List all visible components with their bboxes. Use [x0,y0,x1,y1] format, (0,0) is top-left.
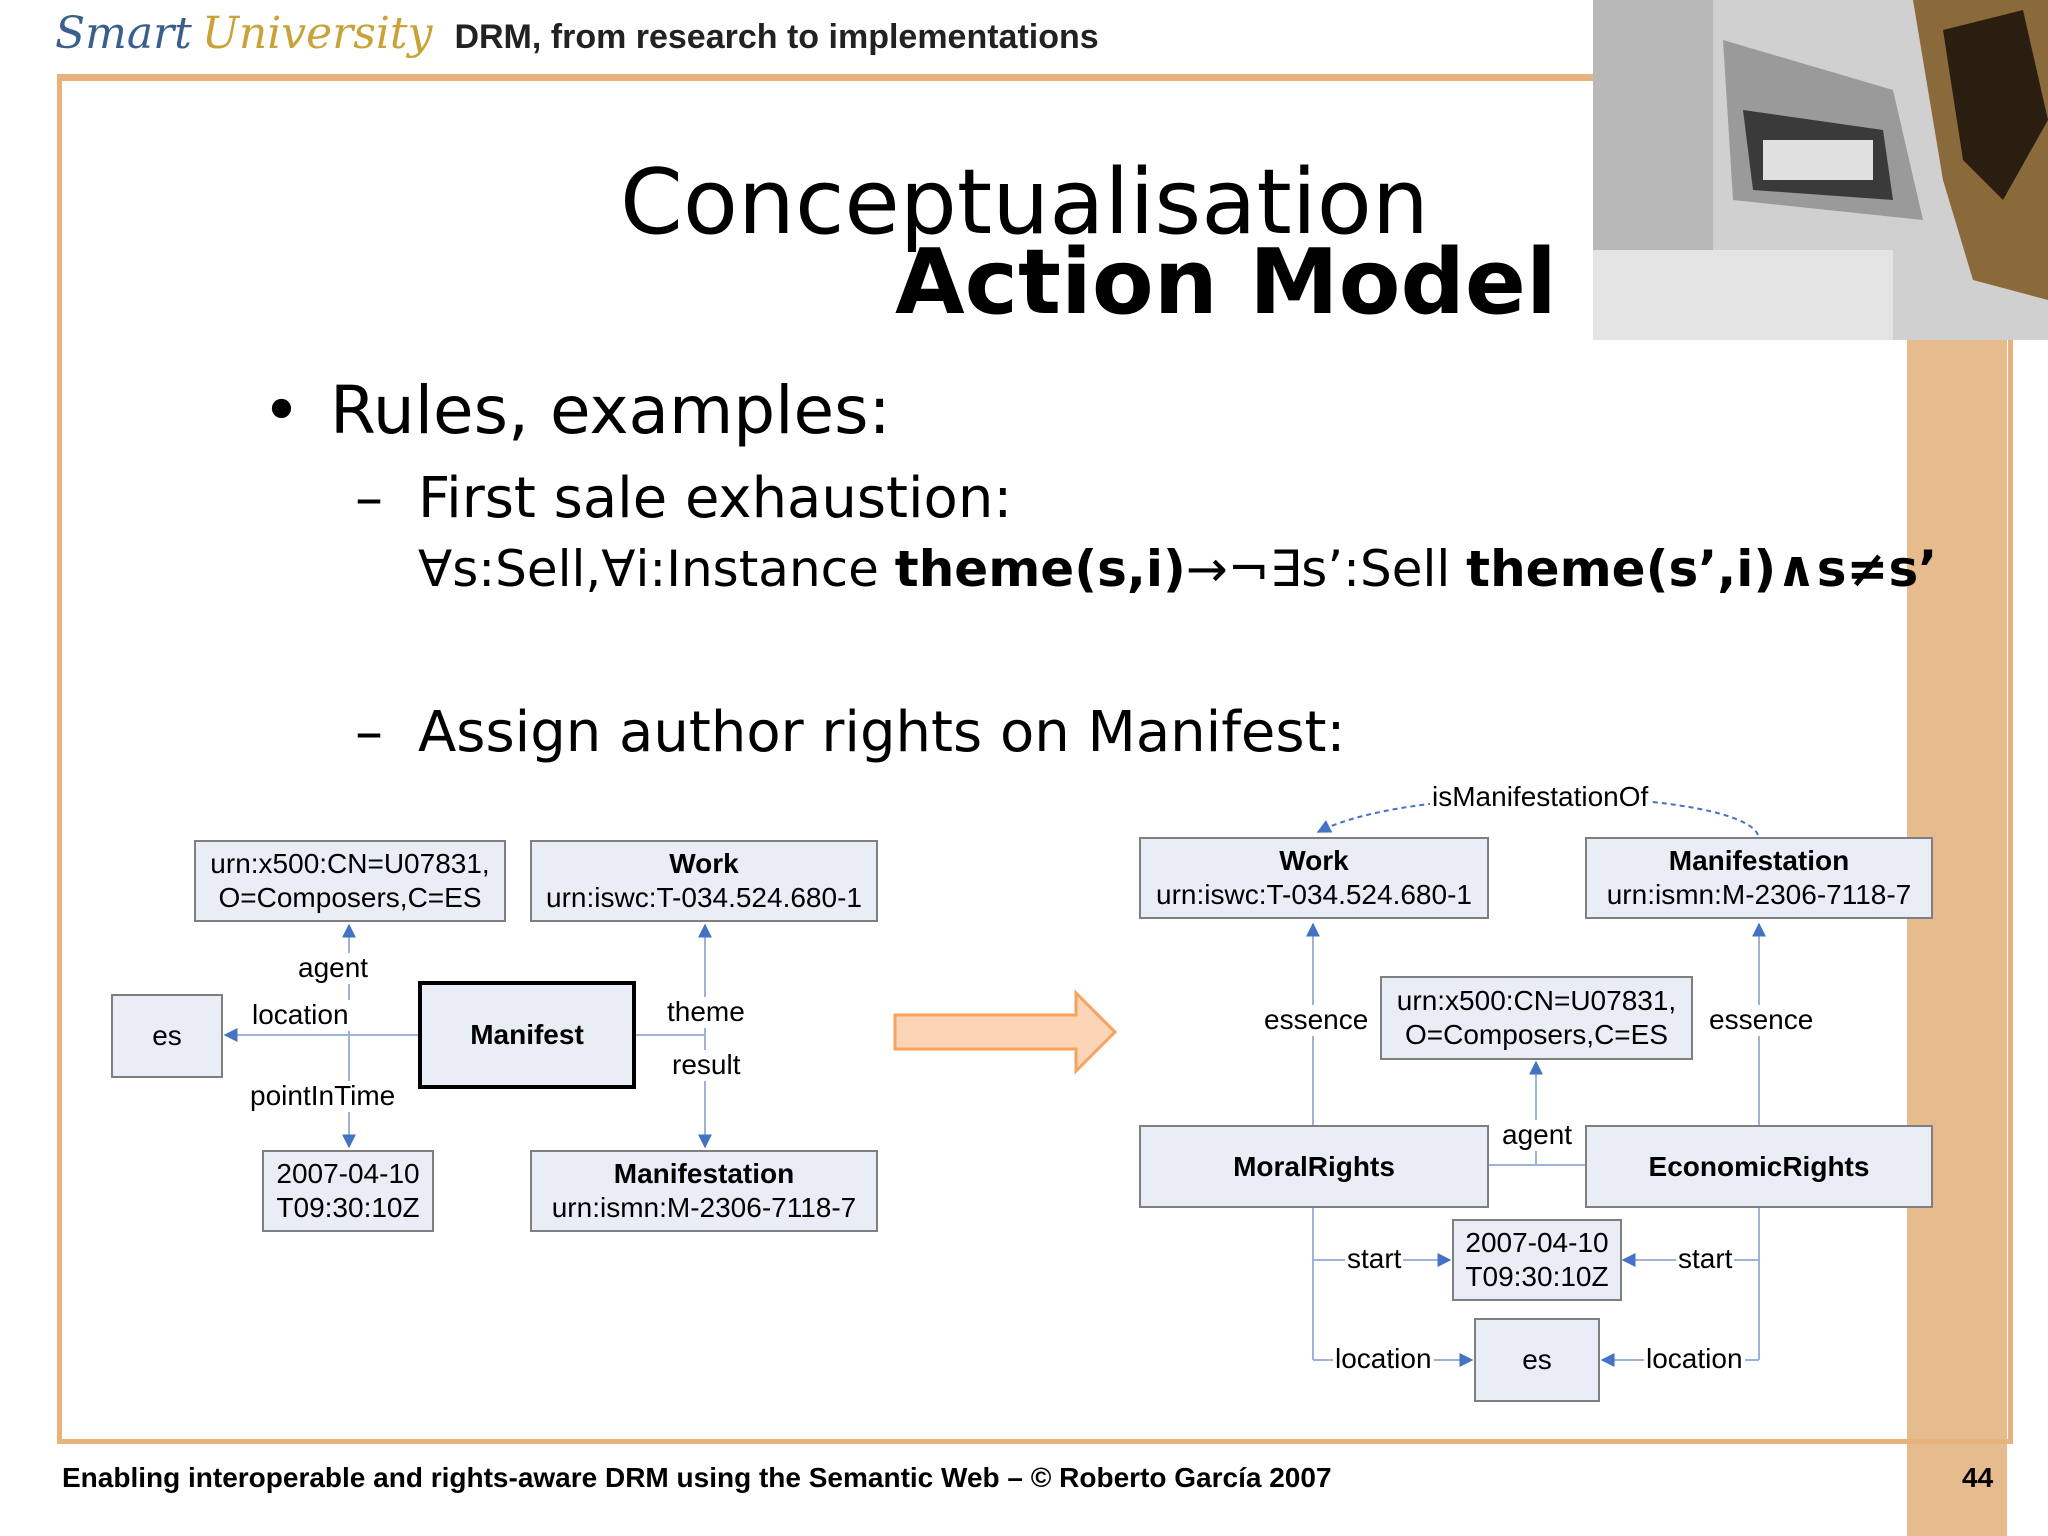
left-es-text: es [152,1020,182,1052]
header-photo [1593,0,2048,340]
right-time-line1: 2007-04-10 [1465,1227,1609,1259]
right-label-location-left: location [1333,1343,1434,1375]
right-label-start-right: start [1676,1243,1735,1275]
right-label-essence-right: essence [1707,1004,1816,1036]
right-es-text: es [1522,1344,1552,1376]
left-time-box: 2007-04-10 T09:30:10Z [262,1150,434,1232]
left-agent-line2: O=Composers,C=ES [218,882,482,913]
right-work-urn: urn:iswc:T-034.524.680-1 [1156,879,1472,910]
left-manifest-box: Manifest [418,981,636,1089]
header-tagline: DRM, from research to implementations [454,18,1099,56]
right-label-location-right: location [1644,1343,1745,1375]
header-rule [57,74,1607,79]
right-work-title: Work [1279,845,1349,877]
left-time-line2: T09:30:10Z [276,1192,420,1223]
logo-smart-text: Smart [55,8,192,59]
right-es-box: es [1474,1318,1600,1402]
right-moral-rights-box: MoralRights [1139,1125,1489,1208]
formula-part1: ∀s:Sell,∀i:Instance [418,540,895,598]
dash-2: – [355,700,383,765]
bullet-dot: • [262,372,301,449]
right-manifestation-urn: urn:ismn:M-2306-7118-7 [1606,879,1912,910]
right-label-start-left: start [1345,1243,1404,1275]
right-moral-rights-text: MoralRights [1233,1150,1395,1182]
slide-title-line1: Conceptualisation [620,150,1429,255]
formula-part2: theme(s,i) [894,540,1186,598]
left-label-agent: agent [296,952,371,984]
right-label-essence-left: essence [1262,1004,1371,1036]
right-work-box: Work urn:iswc:T-034.524.680-1 [1139,837,1489,919]
right-manifestation-title: Manifestation [1668,845,1850,877]
footer-text: Enabling interoperable and rights-aware … [62,1462,1332,1493]
left-time-line1: 2007-04-10 [276,1158,420,1190]
left-work-title: Work [669,848,739,880]
right-time-line2: T09:30:10Z [1465,1261,1609,1292]
left-label-location: location [250,999,351,1031]
right-label-ismanifestationof: isManifestationOf [1430,781,1651,813]
right-agent-line1: urn:x500:CN=U07831, [1396,985,1677,1017]
left-manifestation-box: Manifestation urn:ismn:M-2306-7118-7 [530,1150,878,1232]
right-time-box: 2007-04-10 T09:30:10Z [1452,1219,1622,1301]
transform-arrow [893,989,1118,1075]
left-manifestation-title: Manifestation [613,1158,795,1190]
left-manifestation-urn: urn:ismn:M-2306-7118-7 [551,1192,857,1223]
bullet-rules: Rules, examples: [330,372,891,449]
left-manifest-text: Manifest [470,1019,584,1051]
sub-assign-rights: Assign author rights on Manifest: [418,700,1346,765]
dash-1: – [355,466,383,531]
left-work-urn: urn:iswc:T-034.524.680-1 [546,882,862,913]
formula-part4: theme(s’,i)∧s≠s’ [1466,540,1938,598]
formula-part3: →¬∃s’:Sell [1185,540,1467,598]
page-number: 44 [1962,1462,1994,1493]
left-agent-box: urn:x500:CN=U07831, O=Composers,C=ES [194,840,506,922]
logo-university-text: University [201,8,433,59]
left-label-pointintime: pointInTime [248,1080,398,1112]
sub-first-sale: First sale exhaustion: [418,466,1013,531]
left-label-theme: theme [665,996,747,1028]
right-manifestation-box: Manifestation urn:ismn:M-2306-7118-7 [1585,837,1933,919]
left-work-box: Work urn:iswc:T-034.524.680-1 [530,840,878,922]
left-agent-line1: urn:x500:CN=U07831, [210,848,490,880]
right-label-agent: agent [1500,1119,1575,1151]
right-economic-rights-box: EconomicRights [1585,1125,1933,1208]
slide-title-line2: Action Model [895,230,1557,335]
right-economic-rights-text: EconomicRights [1648,1150,1870,1182]
right-agent-box: urn:x500:CN=U07831, O=Composers,C=ES [1380,976,1693,1060]
formula: ∀s:Sell,∀i:Instance theme(s,i)→¬∃s’:Sell… [418,540,1937,598]
right-agent-line2: O=Composers,C=ES [1405,1019,1668,1050]
left-label-result: result [670,1049,743,1081]
left-es-box: es [111,994,223,1078]
header-logo: Smart University DRM, from research to i… [55,8,1099,68]
